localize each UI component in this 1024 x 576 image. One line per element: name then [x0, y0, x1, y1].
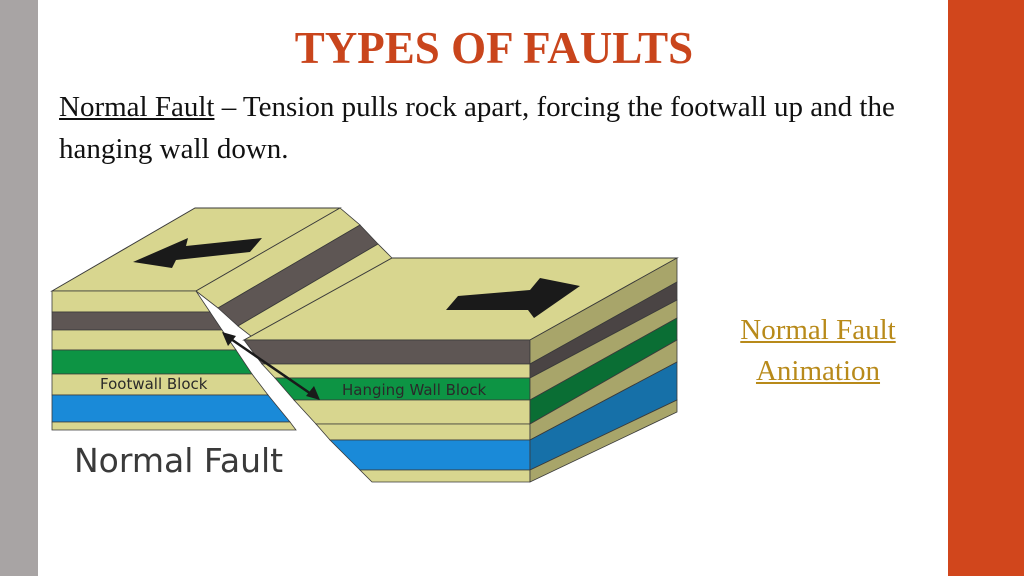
diagram-caption: Normal Fault — [74, 441, 283, 480]
footwall-label: Footwall Block — [100, 375, 208, 393]
link-line-1: Normal Fault — [740, 314, 896, 346]
arrow-left-icon — [133, 238, 262, 268]
description-text: – Tension pulls rock apart, forcing the … — [59, 91, 895, 165]
hanging-wall-label: Hanging Wall Block — [342, 381, 487, 399]
arrow-right-icon — [446, 278, 580, 318]
right-accent-bar — [948, 0, 1024, 576]
normal-fault-animation-link[interactable]: Normal Fault Animation — [700, 310, 936, 392]
link-line-2: Animation — [755, 355, 881, 387]
left-accent-bar — [0, 0, 38, 576]
slide-title: TYPES OF FAULTS — [294, 23, 694, 73]
slip-arrow-icon — [222, 332, 320, 400]
term-normal-fault: Normal Fault — [59, 91, 215, 123]
slide-description: Normal Fault – Tension pulls rock apart,… — [59, 86, 929, 170]
